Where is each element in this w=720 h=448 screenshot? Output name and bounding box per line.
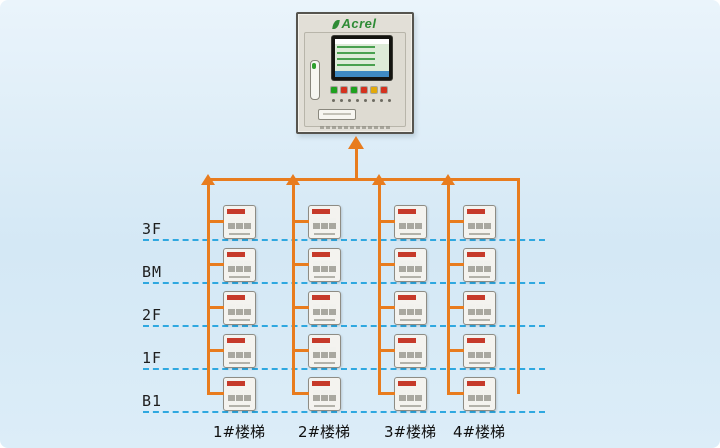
bus-riser-line <box>517 180 520 394</box>
stair-label-2: 2#楼梯 <box>297 423 351 441</box>
brand-leaf-icon <box>332 20 341 29</box>
floor-dashed-line <box>143 282 545 284</box>
red-button <box>341 87 347 93</box>
device <box>207 205 256 239</box>
device <box>207 377 256 411</box>
monitor-cabinet: Acrel <box>296 12 414 134</box>
bus-riser-line <box>207 180 210 394</box>
panel-buttons <box>331 87 387 93</box>
device <box>292 291 341 325</box>
led-icon <box>388 99 391 102</box>
bus-riser-line <box>447 180 450 394</box>
red-button <box>361 87 367 93</box>
panel-fineprint <box>320 126 390 129</box>
led-icon <box>340 99 343 102</box>
device <box>207 334 256 368</box>
led-icon <box>380 99 383 102</box>
floor-dashed-line <box>143 411 545 413</box>
led-icon <box>356 99 359 102</box>
device <box>292 205 341 239</box>
device <box>378 291 427 325</box>
device <box>378 377 427 411</box>
bus-arrow-icon <box>372 174 386 185</box>
yellow-button <box>371 87 377 93</box>
bus-arrow-icon <box>286 174 300 185</box>
red-button <box>381 87 387 93</box>
stair-label-3: 3#楼梯 <box>383 423 437 441</box>
device <box>292 334 341 368</box>
brand-text: Acrel <box>341 16 377 31</box>
panel-screen <box>332 36 392 80</box>
bus-trunk-line <box>207 178 520 181</box>
device <box>207 248 256 282</box>
device <box>447 291 496 325</box>
device-column-3 <box>378 205 427 411</box>
led-icon <box>372 99 375 102</box>
device <box>378 334 427 368</box>
device <box>447 248 496 282</box>
floor-dashed-line <box>143 368 545 370</box>
level-indicator <box>310 60 320 100</box>
floor-label-b1: B1 <box>142 392 163 410</box>
stair-label-1: 1#楼梯 <box>212 423 266 441</box>
bus-arrow-icon <box>441 174 455 185</box>
floor-dashed-line <box>143 325 545 327</box>
bus-riser-line <box>292 180 295 394</box>
green-button <box>351 87 357 93</box>
bus-arrow-icon <box>201 174 215 185</box>
panel-screen-display <box>335 39 389 77</box>
device <box>378 205 427 239</box>
device <box>447 377 496 411</box>
panel-leds <box>332 99 391 102</box>
brand-logo: Acrel <box>298 16 412 31</box>
bus-riser-line <box>378 180 381 394</box>
floor-label-1f: 1F <box>142 349 163 367</box>
led-icon <box>348 99 351 102</box>
floor-label-bm: BM <box>142 263 163 281</box>
stair-label-4: 4#楼梯 <box>452 423 506 441</box>
device <box>447 205 496 239</box>
green-button <box>331 87 337 93</box>
floor-dashed-line <box>143 239 545 241</box>
device <box>207 291 256 325</box>
floor-label-2f: 2F <box>142 306 163 324</box>
device-column-4 <box>447 205 496 411</box>
floor-label-3f: 3F <box>142 220 163 238</box>
led-icon <box>332 99 335 102</box>
led-icon <box>364 99 367 102</box>
device <box>292 248 341 282</box>
device <box>378 248 427 282</box>
device <box>292 377 341 411</box>
printer-slot <box>318 109 356 120</box>
device-column-1 <box>207 205 256 411</box>
device <box>447 334 496 368</box>
bus-arrow-icon <box>348 136 364 149</box>
device-column-2 <box>292 205 341 411</box>
bus-main-riser <box>355 149 358 180</box>
